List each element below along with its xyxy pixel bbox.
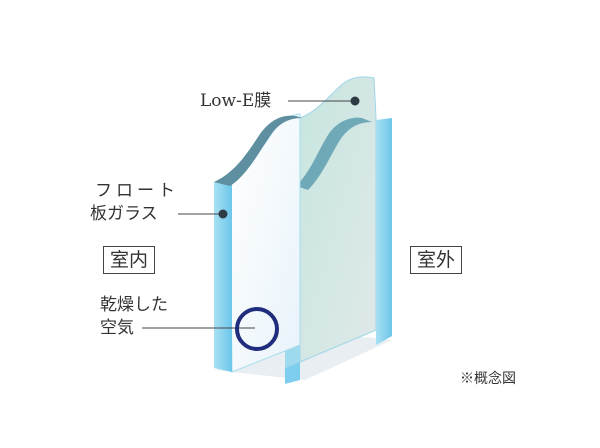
label-dry-air-line2: 空気: [100, 318, 134, 338]
label-low-e-film: Low-E膜: [200, 91, 272, 111]
inner-pane-edge: [214, 178, 232, 372]
marker-ring-dry-air: [235, 307, 279, 351]
label-dry-air-line1: 乾燥した: [100, 295, 168, 315]
inner-pane-top-wave: [214, 115, 302, 186]
inner-pane-bottom-edge: [285, 362, 300, 384]
label-indoor: 室内: [103, 246, 156, 274]
outer-pane-edge: [376, 118, 392, 345]
marker-dot-low-e: [350, 96, 360, 106]
concept-diagram-note: ※概念図: [460, 371, 516, 387]
outer-pane-top-wave: [296, 117, 372, 190]
label-float-glass-line2: 板ガラス: [90, 204, 158, 224]
inner-pane-face: [229, 113, 301, 373]
marker-dot-float-glass: [218, 209, 228, 219]
outer-pane-face: [299, 76, 377, 363]
label-outdoor: 室外: [410, 246, 463, 274]
label-float-glass-line1: フロート: [95, 181, 179, 201]
